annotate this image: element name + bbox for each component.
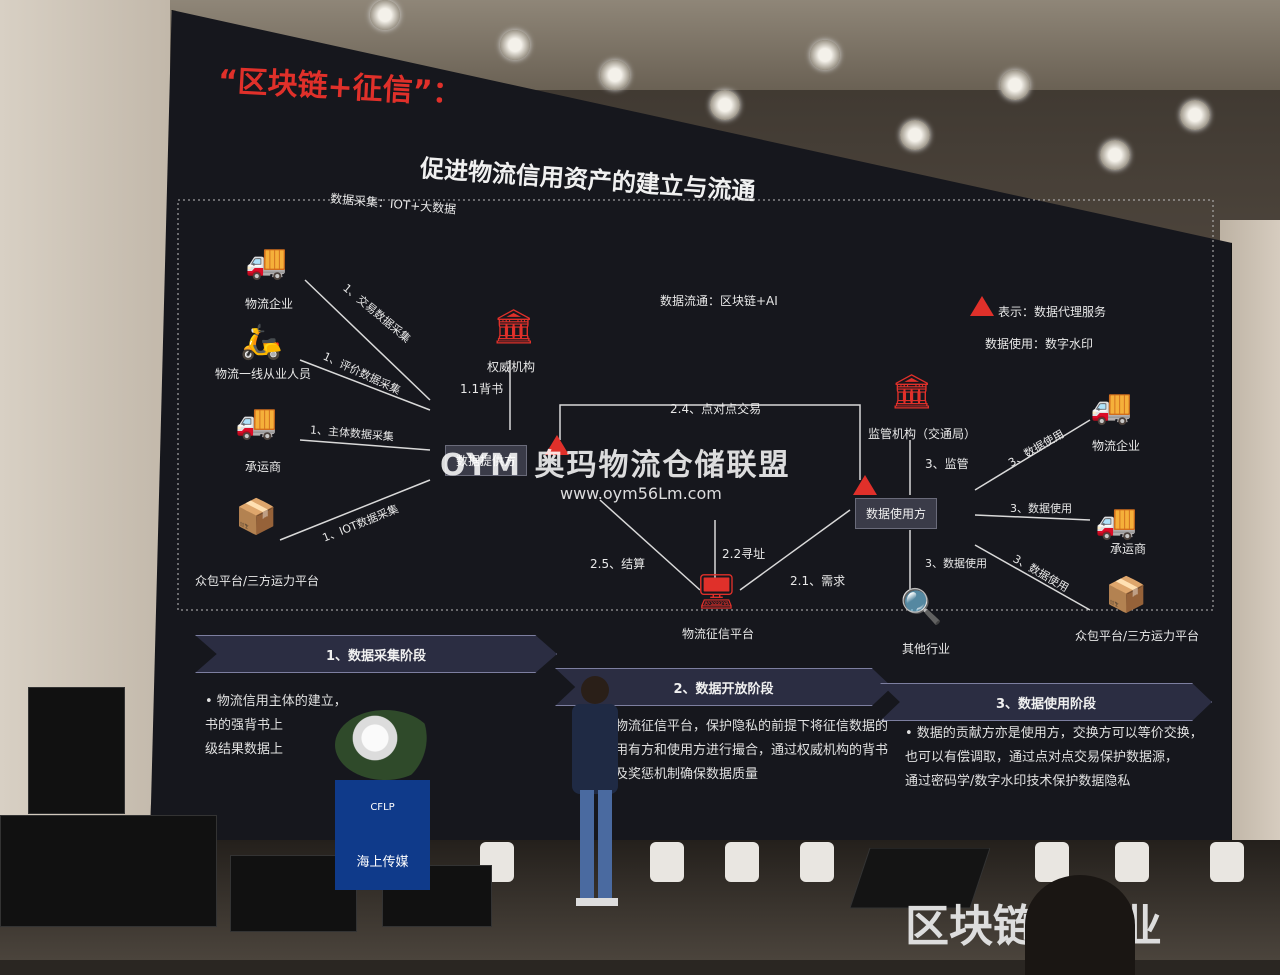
- p2p-label: 2.4、点对点交易: [670, 402, 762, 416]
- stage-light-icon: [1210, 842, 1244, 882]
- spot-light-icon: [500, 30, 530, 60]
- left-node-label: 物流一线从业人员: [215, 367, 312, 381]
- edge-left-3: [299, 439, 431, 451]
- platform-label: 物流征信平台: [682, 627, 755, 641]
- spot-light-icon: [600, 60, 630, 90]
- phase-3-banner: 3、数据使用阶段: [880, 683, 1212, 721]
- other-label: 其他行业: [902, 642, 951, 656]
- other-edge-label: 3、数据使用: [925, 557, 987, 570]
- podium-logo: CFLP: [370, 802, 395, 813]
- truck-icon: 🚚: [235, 402, 278, 442]
- edge-right-2: [974, 514, 1091, 521]
- edge-right-1: [974, 419, 1091, 491]
- search-icon: 🔍: [900, 587, 943, 627]
- edge-right-3: [974, 544, 1091, 611]
- regulator-label: 监管机构（交通局）: [868, 427, 977, 441]
- flow-header: 数据流通：区块链+AI: [660, 294, 778, 308]
- flower-arrangement: [335, 710, 435, 780]
- phase-2-banner: 2、数据开放阶段: [555, 668, 892, 706]
- edge-p2p: [559, 404, 861, 480]
- spot-light-icon: [1000, 70, 1030, 100]
- institution-icon: 🏛: [492, 307, 536, 347]
- settle-label: 2.5、结算: [590, 557, 646, 571]
- proxy-service-icon: [970, 296, 994, 316]
- demand-label: 2.1、需求: [790, 574, 846, 588]
- left-node-label: 众包平台/三方运力平台: [195, 574, 320, 588]
- proxy-service-icon: [545, 435, 569, 455]
- stage-light-icon: [725, 842, 759, 882]
- authority-label: 权威机构: [487, 360, 536, 374]
- left-node-label: 承运商: [245, 460, 282, 474]
- spot-light-icon: [370, 0, 400, 30]
- courier-icon: 🛵: [240, 322, 283, 362]
- edge-left-4: [279, 479, 431, 541]
- phase-3-text: • 数据的贡献方亦是使用方，交换方可以等价交换，也可以有偿调取，通过点对点交易保…: [905, 726, 1203, 789]
- left-node-label: 物流企业: [245, 297, 294, 311]
- right-node-label: 承运商: [1110, 542, 1147, 556]
- spot-light-icon: [810, 40, 840, 70]
- right-edge-label: 3、数据使用: [1010, 502, 1072, 515]
- stage-monitor: [0, 815, 217, 927]
- truck-icon: 🚚: [1090, 387, 1133, 427]
- endorse-label: 1.1背书: [460, 382, 504, 396]
- edge-demand: [739, 509, 851, 591]
- spot-light-icon: [1100, 140, 1130, 170]
- spot-light-icon: [710, 90, 740, 120]
- spot-light-icon: [900, 120, 930, 150]
- spot-light-icon: [1180, 100, 1210, 130]
- presenter: [572, 676, 618, 906]
- phase-2-text: 物流征信平台，保护隐私的前提下将征信数据的用有方和使用方进行撮合，通过权威机构的…: [615, 719, 889, 782]
- use-header: 数据使用：数字水印: [985, 337, 1094, 351]
- regulator-icon: 🏛: [890, 372, 934, 412]
- stage-light-icon: [1035, 842, 1069, 882]
- phase-1-text: • 物流信用主体的建立，书的强背书上级结果数据上: [205, 694, 347, 757]
- crowd-platform-icon: 📦: [1105, 575, 1148, 615]
- pa-speaker: [28, 687, 125, 814]
- phase-1-banner: 1、数据采集阶段: [195, 635, 557, 673]
- edge-settle: [599, 499, 701, 591]
- proxy-service-icon: [853, 475, 877, 495]
- watermark: OYM 奥玛物流仓储联盟 www.oym56Lm.com: [440, 448, 791, 503]
- address-label: 2.2寻址: [722, 547, 766, 561]
- teleprompter: [850, 848, 990, 909]
- stage-light-icon: [1115, 842, 1149, 882]
- data-user-box: 数据使用方: [855, 498, 938, 529]
- supervise-label: 3、监管: [925, 457, 969, 471]
- podium-sign: 海上传媒: [356, 855, 409, 870]
- edge-left-1: [304, 279, 431, 401]
- right-node-label: 众包平台/三方运力平台: [1075, 629, 1200, 643]
- crowd-platform-icon: 📦: [235, 497, 278, 537]
- right-node-label: 物流企业: [1092, 439, 1141, 453]
- data-provider-box: 数据提供方: [445, 445, 528, 476]
- audience-head: [1025, 875, 1135, 975]
- lighting-truss: [370, 0, 1280, 180]
- truck-icon: 🚚: [245, 242, 288, 282]
- stage-light-icon: [650, 842, 684, 882]
- stage-light-icon: [800, 842, 834, 882]
- diagram-frame: [177, 199, 1214, 611]
- credit-platform-icon: 🖥: [695, 572, 739, 612]
- edge-left-2: [299, 359, 431, 411]
- truck-icon: 🚚: [1095, 502, 1138, 542]
- podium: CFLP 海上传媒: [335, 780, 430, 890]
- legend-text: 表示：数据代理服务: [998, 305, 1107, 319]
